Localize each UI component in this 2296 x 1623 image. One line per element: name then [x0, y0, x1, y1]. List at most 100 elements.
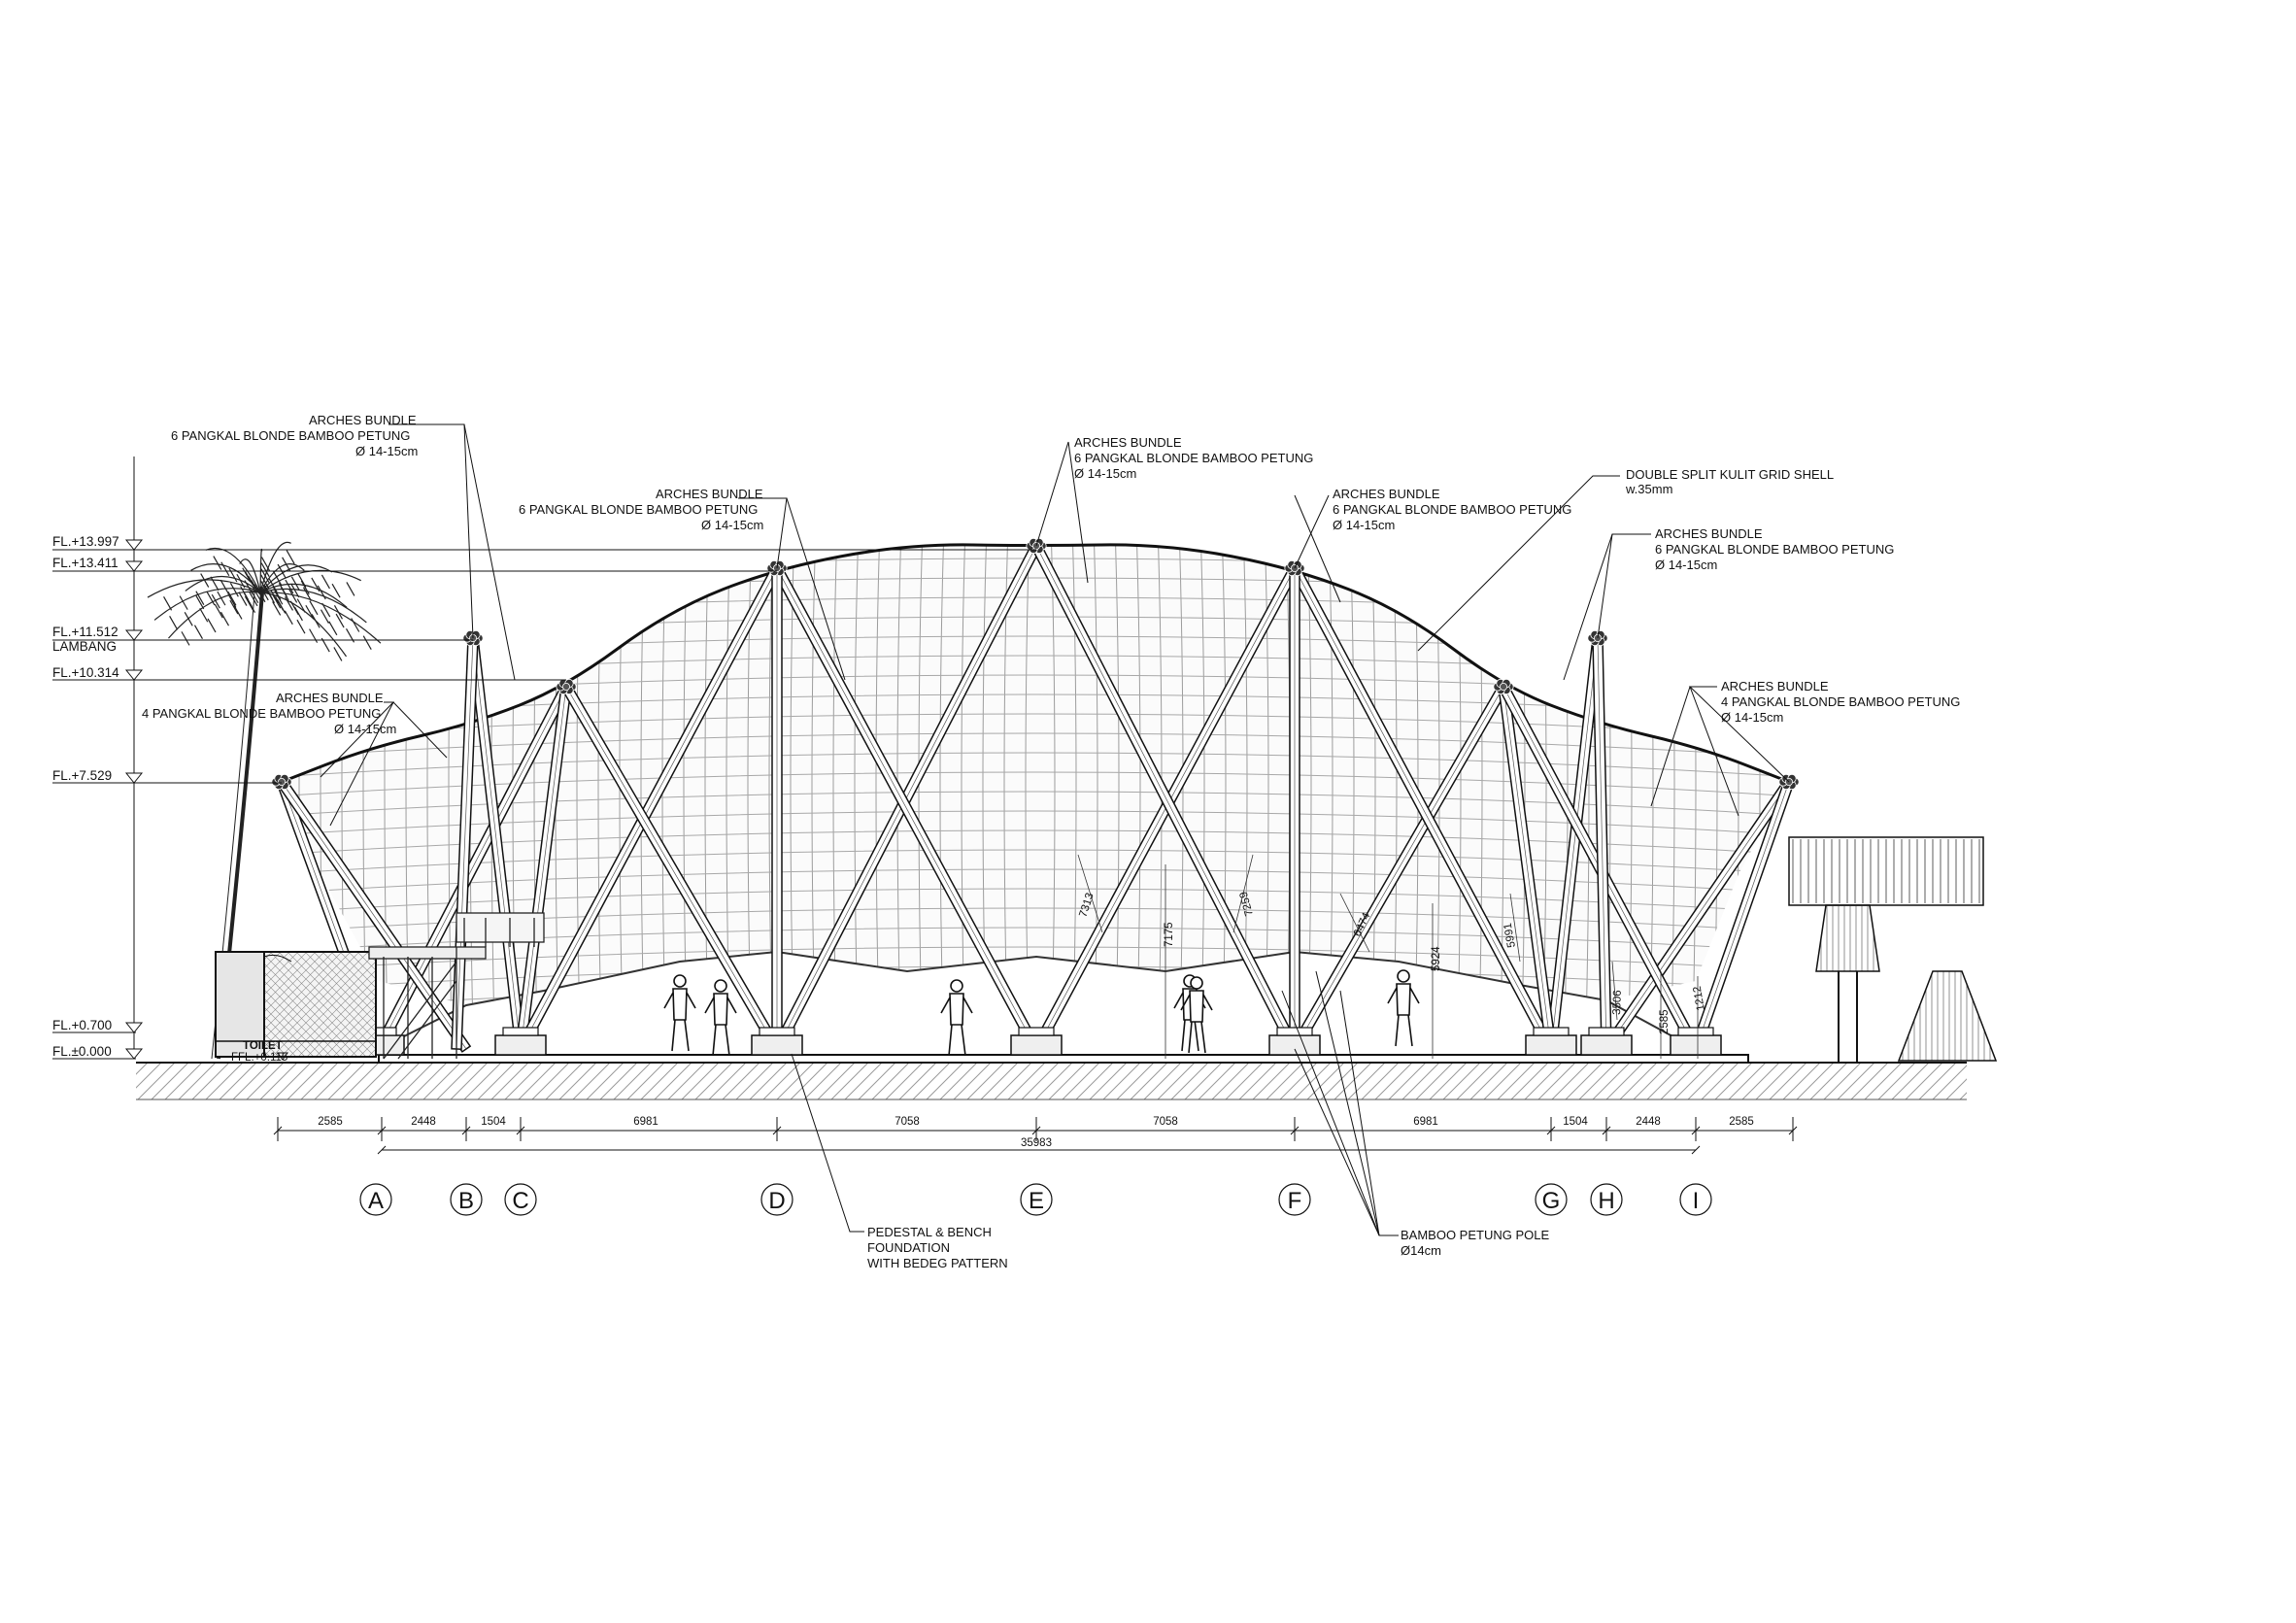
interior-dim-1212: 1212 [1692, 985, 1707, 1011]
leader-line-18 [791, 1053, 864, 1233]
span-dim-1: 2585 [318, 1116, 343, 1128]
svg-text:PEDESTAL & BENCH: PEDESTAL & BENCH [867, 1225, 992, 1239]
annotation-arches-left-top: ARCHES BUNDLE 6 PANGKAL BLONDE BAMBOO PE… [171, 413, 418, 458]
svg-text:ARCHES BUNDLE: ARCHES BUNDLE [309, 413, 417, 427]
leader-line-10 [1597, 533, 1651, 639]
svg-text:6 PANGKAL BLONDE BAMBOO PETUNG: 6 PANGKAL BLONDE BAMBOO PETUNG [1655, 542, 1894, 557]
svg-text:Ø 14-15cm: Ø 14-15cm [355, 444, 418, 458]
level-11512: FL.+11.512 [52, 625, 118, 639]
svg-text:6 PANGKAL BLONDE BAMBOO PETUNG: 6 PANGKAL BLONDE BAMBOO PETUNG [1333, 502, 1571, 517]
leader-line-13 [329, 701, 394, 827]
annotation-arches-center: ARCHES BUNDLE 6 PANGKAL BLONDE BAMBOO PE… [1074, 435, 1313, 481]
leader-line-2 [463, 423, 516, 681]
svg-text:H: H [1598, 1188, 1614, 1214]
adjacent-thatched-building [1788, 836, 1998, 1063]
toilet-label: TOILET [243, 1040, 283, 1052]
person-figure-2 [704, 979, 737, 1057]
svg-text:w.35mm: w.35mm [1625, 482, 1672, 496]
svg-text:Ø14cm: Ø14cm [1401, 1243, 1441, 1258]
grid-bubble-d: D [760, 1183, 793, 1216]
svg-text:A: A [368, 1188, 384, 1214]
annotation-arches-right-inner: ARCHES BUNDLE 6 PANGKAL BLONDE BAMBOO PE… [1333, 487, 1571, 532]
arch-bundle-node-3 [556, 678, 577, 695]
dimension-span-labels: 2585 2448 1504 6981 7058 7058 6981 1504 … [318, 1116, 1754, 1149]
svg-text:ARCHES BUNDLE: ARCHES BUNDLE [1655, 526, 1763, 541]
dimension-chain [273, 1117, 1798, 1155]
leader-line-21 [1339, 990, 1380, 1236]
pedestal-7 [1580, 1034, 1633, 1056]
pedestal-4 [1010, 1034, 1063, 1056]
svg-text:ARCHES BUNDLE: ARCHES BUNDLE [276, 691, 384, 705]
level-13997: FL.+13.997 [52, 534, 119, 549]
leader-line-14 [392, 701, 448, 759]
svg-text:BAMBOO PETUNG POLE: BAMBOO PETUNG POLE [1401, 1228, 1549, 1242]
svg-text:6 PANGKAL BLONDE BAMBOO PETUNG: 6 PANGKAL BLONDE BAMBOO PETUNG [1074, 451, 1313, 465]
arch-bundle-node-5 [1026, 537, 1047, 555]
person-figure-6 [1387, 969, 1420, 1047]
ground [136, 1054, 1967, 1100]
svg-text:Ø 14-15cm: Ø 14-15cm [701, 518, 763, 532]
leader-line-22 [1281, 990, 1380, 1236]
level-lambang: LAMBANG [52, 639, 117, 654]
interior-dim-5924: 5924 [1431, 946, 1442, 971]
span-dim-9: 2448 [1636, 1116, 1661, 1128]
svg-text:FOUNDATION: FOUNDATION [867, 1240, 950, 1255]
grid-bubble-i: I [1679, 1183, 1712, 1216]
people-silhouettes [663, 969, 1420, 1057]
svg-text:Ø 14-15cm: Ø 14-15cm [1333, 518, 1395, 532]
svg-text:I: I [1693, 1188, 1700, 1214]
annotation-pedestal: PEDESTAL & BENCH FOUNDATION WITH BEDEG P… [867, 1225, 1008, 1270]
arch-bundle-node-7 [1493, 678, 1514, 695]
level-0000: FL.±0.000 [52, 1044, 112, 1059]
annotation-leaders [320, 423, 1790, 1236]
grid-bubble-f: F [1278, 1183, 1311, 1216]
annotation-bamboo-pole: BAMBOO PETUNG POLE Ø14cm [1401, 1228, 1549, 1258]
svg-text:6 PANGKAL BLONDE BAMBOO PETUNG: 6 PANGKAL BLONDE BAMBOO PETUNG [171, 428, 410, 443]
arch-bundle-node-8 [1587, 629, 1608, 647]
interior-dim-3506: 3506 [1611, 990, 1624, 1015]
leader-line-7 [1294, 494, 1330, 569]
svg-text:F: F [1288, 1188, 1302, 1214]
svg-text:WITH BEDEG PATTERN: WITH BEDEG PATTERN [867, 1256, 1008, 1270]
annotation-arches-right-outer: ARCHES BUNDLE 4 PANGKAL BLONDE BAMBOO PE… [1721, 679, 1960, 725]
level-7529: FL.+7.529 [52, 768, 112, 783]
canopy-bottom-edge [378, 950, 1697, 1050]
svg-text:B: B [458, 1188, 474, 1214]
interior-dim-5991: 5991 [1503, 922, 1518, 948]
pedestal-6 [1525, 1034, 1577, 1056]
stair-platform [368, 912, 545, 1060]
span-dim-6: 7058 [1153, 1116, 1178, 1128]
svg-text:ARCHES BUNDLE: ARCHES BUNDLE [1333, 487, 1440, 501]
canopy-area [282, 544, 1789, 1005]
svg-text:C: C [512, 1188, 528, 1214]
total-dim: 35983 [1021, 1137, 1052, 1149]
leader-line-4 [786, 497, 846, 681]
leader-line-17 [1689, 686, 1739, 817]
person-figure-5 [1180, 976, 1213, 1054]
person-figure-3 [940, 979, 973, 1057]
span-dim-10: 2585 [1729, 1116, 1754, 1128]
interior-dim-2585: 2585 [1659, 1009, 1671, 1034]
svg-text:4 PANGKAL BLONDE BAMBOO PETUNG: 4 PANGKAL BLONDE BAMBOO PETUNG [1721, 694, 1960, 709]
interior-dimension-lines [1077, 854, 1699, 1059]
annotation-arches-right-top: ARCHES BUNDLE 6 PANGKAL BLONDE BAMBOO PE… [1655, 526, 1894, 572]
grid-bubble-c: C [504, 1183, 537, 1216]
annotation-grid-shell: DOUBLE SPLIT KULIT GRID SHELL w.35mm [1625, 467, 1834, 496]
leader-line-8 [1294, 494, 1341, 603]
pedestal-3 [751, 1034, 803, 1056]
pedestal-foundations [353, 1027, 1722, 1056]
leader-line-6 [1067, 441, 1089, 584]
leader-line-9 [1417, 475, 1620, 652]
svg-text:4 PANGKAL BLONDE BAMBOO PETUNG: 4 PANGKAL BLONDE BAMBOO PETUNG [142, 706, 381, 721]
svg-text:Ø 14-15cm: Ø 14-15cm [1655, 558, 1717, 572]
leader-line-5 [1035, 441, 1069, 547]
annotation-arches-left-inner: ARCHES BUNDLE 6 PANGKAL BLONDE BAMBOO PE… [519, 487, 763, 532]
arch-bundle-node-4 [766, 559, 788, 577]
svg-text:ARCHES BUNDLE: ARCHES BUNDLE [1721, 679, 1829, 693]
grid-bubble-e: E [1020, 1183, 1053, 1216]
interior-dim-7175: 7175 [1164, 922, 1175, 947]
svg-text:Ø 14-15cm: Ø 14-15cm [334, 722, 396, 736]
span-dim-2: 2448 [411, 1116, 436, 1128]
leader-line-11 [1563, 533, 1613, 681]
svg-text:E: E [1029, 1188, 1044, 1214]
